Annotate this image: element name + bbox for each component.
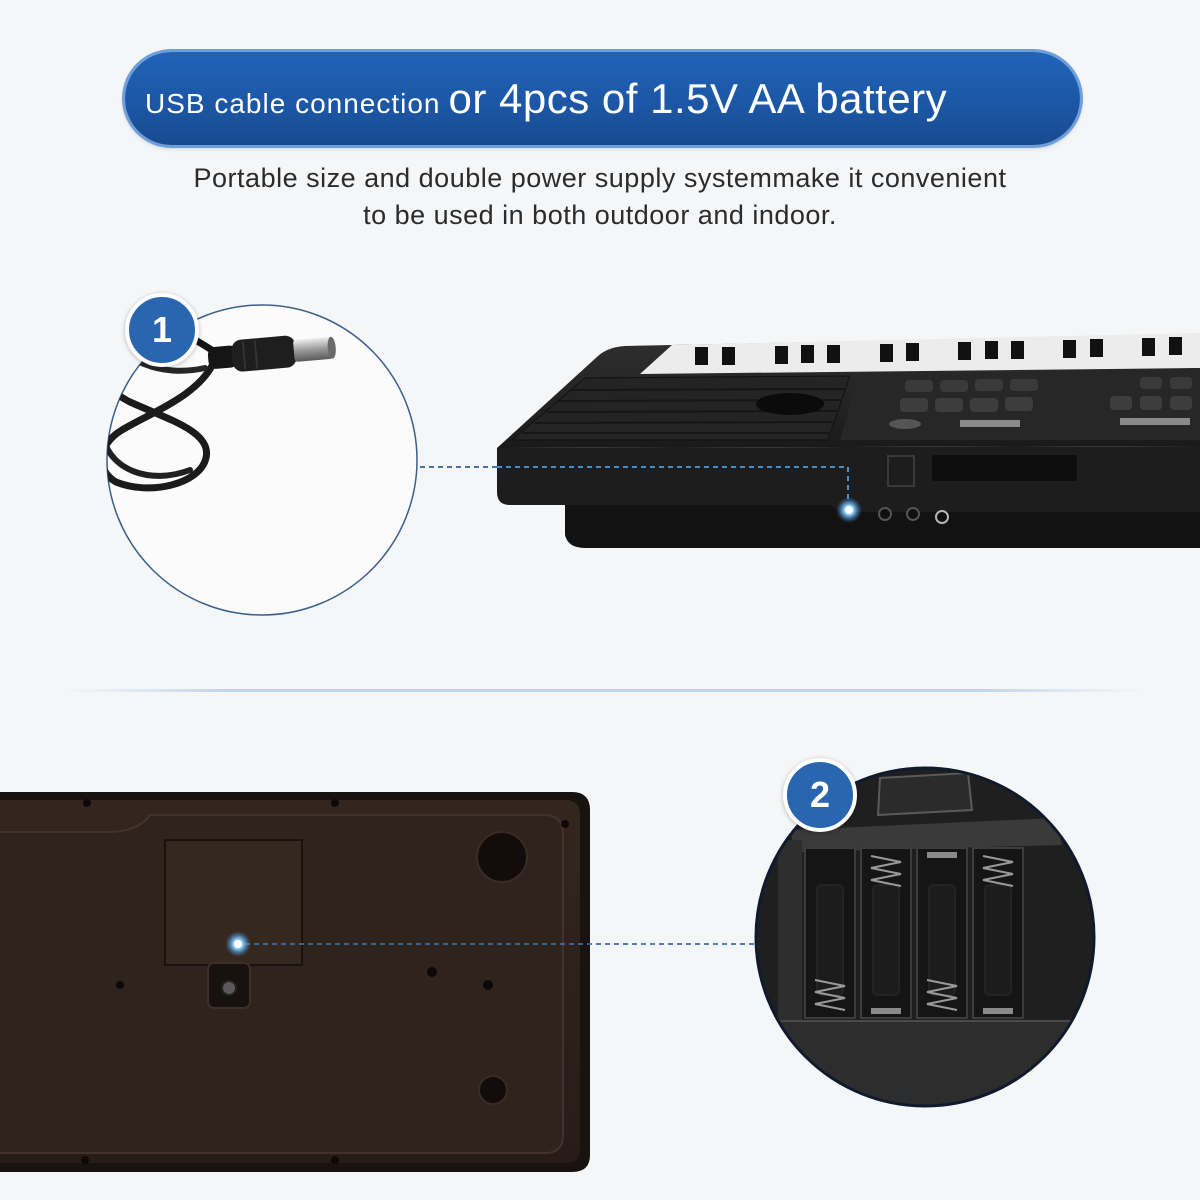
battery-circle-frame <box>754 766 1096 1108</box>
front-slot <box>932 455 1077 481</box>
screw-hole <box>331 799 339 807</box>
speaker-grille-line <box>534 421 835 424</box>
black-key <box>1169 337 1182 355</box>
speaker-slot <box>756 393 824 415</box>
panel-button <box>1140 377 1162 389</box>
step-badge-1: 1 <box>125 293 199 367</box>
black-key <box>906 343 919 361</box>
panel-button <box>905 380 933 392</box>
battery-cover-marker <box>234 940 242 948</box>
battery-detail-circle <box>754 766 1096 1108</box>
black-key <box>985 341 998 359</box>
screw-hole <box>561 820 569 828</box>
dc-power-port <box>845 506 853 514</box>
black-key <box>1011 341 1024 359</box>
slot-groove <box>816 884 844 996</box>
battery-spring <box>926 979 958 1011</box>
headphone-port <box>935 510 949 524</box>
black-key <box>695 347 708 365</box>
panel-button <box>1140 396 1162 410</box>
screw-hole <box>83 799 91 807</box>
slot-groove <box>984 884 1012 996</box>
battery-spring <box>870 855 902 887</box>
rubber-foot <box>476 831 528 883</box>
compartment-left-wall <box>778 840 802 1040</box>
compartment-front-wall <box>770 1020 1090 1106</box>
panel-button <box>1170 377 1192 389</box>
panel-button <box>1005 397 1033 411</box>
speaker-panel <box>510 375 851 441</box>
slot-groove <box>928 884 956 996</box>
latch-screw <box>221 980 237 996</box>
black-key <box>801 345 814 363</box>
audio-port <box>906 507 920 521</box>
banner-text-battery: or 4pcs of 1.5V AA battery <box>448 74 948 122</box>
keyboard-side-view <box>497 333 1200 548</box>
audio-port <box>878 507 892 521</box>
screw-hole <box>331 1156 339 1164</box>
plug-rib <box>253 340 259 369</box>
subtitle: Portable size and double power supply sy… <box>0 160 1200 234</box>
plug-tip-end <box>327 336 336 359</box>
subtitle-line-2: to be used in both outdoor and indoor. <box>363 200 837 230</box>
plug-strain-relief <box>207 345 239 369</box>
black-key <box>880 344 893 362</box>
panel-button <box>1110 396 1132 410</box>
black-key <box>1142 338 1155 356</box>
panel-button <box>970 398 998 412</box>
screw-hole <box>116 981 124 989</box>
screw-hole <box>427 967 437 977</box>
cable-coil <box>107 437 193 479</box>
battery-spring <box>814 979 846 1011</box>
battery-contact <box>983 1008 1013 1014</box>
plug-body <box>231 335 297 372</box>
section-divider <box>60 689 1145 692</box>
banner-text-usb: USB cable connection <box>145 87 441 119</box>
battery-spring <box>982 855 1014 887</box>
dc-plug <box>207 335 336 372</box>
back-plate-raised-area <box>0 814 564 1154</box>
compartment-top-frame <box>790 818 1062 852</box>
plug-rib <box>241 341 247 370</box>
panel-button <box>975 379 1003 391</box>
cable-circle-frame <box>106 304 418 616</box>
rubber-foot <box>478 1075 508 1105</box>
panel-label-strip <box>1120 418 1190 425</box>
panel-button <box>1010 379 1038 391</box>
black-key <box>722 347 735 365</box>
compartment-lid <box>876 771 974 817</box>
speaker-grille-line <box>570 388 846 391</box>
screw-hole <box>483 980 493 990</box>
plug-metal-tip <box>293 337 333 362</box>
subtitle-line-1: Portable size and double power supply sy… <box>193 163 1007 193</box>
screw-hole <box>81 1156 89 1164</box>
connector-dashed-line-1-highlight <box>497 466 849 502</box>
black-key <box>827 345 840 363</box>
panel-button <box>1170 396 1192 410</box>
black-key <box>1090 339 1103 357</box>
black-key <box>958 342 971 360</box>
battery-contact <box>871 1008 901 1014</box>
battery-contact <box>927 852 957 858</box>
panel-button <box>900 398 928 412</box>
black-key <box>775 346 788 364</box>
panel-button <box>940 380 968 392</box>
black-key <box>1063 340 1076 358</box>
panel-label-strip <box>960 420 1020 427</box>
step-badge-2: 2 <box>783 758 857 832</box>
panel-button <box>935 398 963 412</box>
slot-groove <box>872 884 900 996</box>
front-notch <box>887 455 915 487</box>
keyboard-back-panel <box>0 792 755 1172</box>
panel-logo <box>889 419 921 429</box>
